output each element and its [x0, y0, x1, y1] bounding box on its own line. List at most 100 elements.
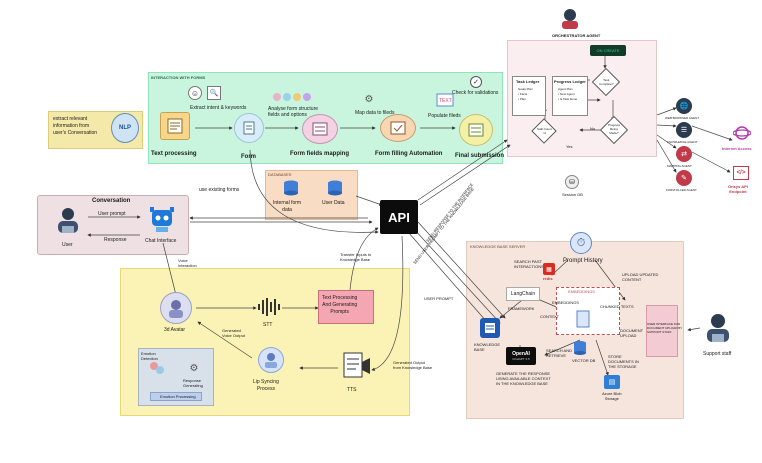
support-note-box	[646, 305, 678, 357]
knowledge-base-label: KNOWLEDGE BASE	[474, 342, 501, 352]
kb-panel-title: KNOWLEDGE BASE SERVER	[470, 244, 526, 249]
orchestrator-title: ORCHESTRATOR AGENT	[552, 33, 601, 38]
processing-label: Text Processing And Generating Prompts	[322, 295, 358, 315]
form-agent-label: FORM FILLER AGENT	[666, 188, 697, 192]
avatar-3d-icon	[160, 292, 192, 324]
edge-transfer-inputs: Transfer Inputs to Knowledge Base	[340, 252, 372, 262]
user-icon	[55, 206, 81, 236]
internal-db-label: Internal form data	[273, 200, 302, 213]
openai-label: OpenAI	[512, 351, 530, 357]
lipsync-label: Lip Syncing Process	[253, 379, 279, 392]
nlp-note-text: extract relevant information from user's…	[53, 116, 98, 136]
web-agent-icon: 🌐	[676, 98, 692, 114]
databases-title: DATABASES	[268, 172, 292, 177]
automation-label: Form filling Automation	[375, 151, 443, 157]
emotion-processing-label: Emotion Processing	[160, 394, 196, 399]
extract-step-label: Extract intent & keywords	[190, 105, 247, 111]
azure-storage-icon: ▤	[604, 375, 620, 389]
mapping-label: Form fields mapping	[290, 151, 350, 157]
submission-label: Final submission	[455, 153, 505, 159]
task-ledger-label: Task Ledger	[516, 79, 540, 84]
chat-bot-icon	[148, 204, 176, 234]
gears-icon: ⚙	[364, 93, 374, 105]
check-step-label: Check for validations	[452, 90, 499, 96]
form-label: Form	[241, 154, 256, 160]
api-label: API	[388, 209, 410, 225]
edge-context: CONTEXT	[540, 314, 560, 319]
emotion-detection-label: Emotion Detection	[141, 351, 158, 361]
langchain-box: LangChain	[506, 287, 540, 301]
support-staff-icon	[704, 312, 732, 344]
tts-label: TTS	[347, 387, 357, 393]
edge-search-past: SEARCH PAST INTERACTIONS	[514, 259, 544, 269]
text-processing-label: Text processing	[151, 151, 197, 157]
mapping-agent-icon: ⇄	[676, 146, 692, 162]
api-code-icon: </>	[733, 166, 749, 180]
task-ledger-items: Goals Plan • Facts • Plan	[518, 87, 533, 101]
edge-embeddings: EMBEDDINGS	[552, 300, 579, 305]
svg-text:TEXT: TEXT	[439, 98, 452, 104]
redis-icon: ▦	[543, 263, 555, 275]
submission-icon	[459, 114, 493, 146]
nlp-badge: NLP	[119, 125, 131, 131]
tts-document-icon	[340, 350, 372, 382]
kb-agent-icon: ☰	[676, 122, 692, 138]
session-db-label: Session DB	[562, 192, 583, 197]
document-search-icon: 🔍	[207, 86, 221, 100]
stall-count-label: Stall Count >2	[537, 127, 552, 135]
embedding-doc-icon	[575, 310, 591, 328]
api-node: API	[380, 200, 418, 234]
stt-waveform-icon	[256, 296, 282, 318]
emotion-processing-box	[150, 392, 202, 401]
populate-icon: TEXT	[436, 93, 454, 107]
response-generating-icon: ⚙	[189, 362, 199, 374]
progress-ledger-label: Progress Ledger	[554, 79, 586, 84]
progress-ledger-box	[552, 76, 588, 116]
analyse-form-icon	[272, 90, 312, 104]
processing-box	[318, 290, 374, 324]
mapping-agent-label: MAPPING AGENT	[667, 164, 692, 168]
edge-search-retrieve: SEARCH AND RETRIEVE	[546, 348, 573, 358]
form-agent-icon: ✎	[676, 170, 692, 186]
task-ledger-box	[512, 76, 546, 116]
user-data-icon	[327, 180, 343, 196]
map-step-label: Map data to fileds	[355, 110, 395, 116]
session-db-icon: ⛁	[565, 175, 579, 189]
internet-globe-icon	[733, 124, 751, 142]
kb-agent-label: KNOWLEDGE AGENT	[667, 140, 698, 144]
orch-start-box: ON CREATE	[590, 45, 626, 56]
vector-db-icon	[572, 340, 588, 356]
internet-access-label: Internet Access	[722, 146, 752, 151]
edge-voice-interaction: Voice Interaction	[178, 258, 197, 268]
user-prompt-label: User prompt	[98, 211, 126, 217]
nlp-brain-icon: NLP	[111, 113, 139, 143]
analyse-step-label: Analyse form structure fields and option…	[268, 106, 319, 118]
edge-upload-updated: UPLOAD UPDATED CONTENT	[622, 272, 659, 282]
prompt-history-icon: ⏱	[570, 232, 592, 254]
support-note-label: USER INTERFACE FOR DOCUMENT UPLOAD BY SU…	[647, 322, 683, 334]
check-validation-icon: ✓	[470, 76, 482, 88]
automation-icon	[380, 114, 416, 142]
edge-chunked-texts: CHUNKED TEXTS	[600, 304, 634, 309]
task-complete-label: Task Complete?	[599, 78, 614, 86]
form-icon	[234, 113, 264, 143]
embeddings-box	[556, 287, 620, 335]
form-mapping-icon	[302, 114, 338, 144]
edge-user-prompt-kb: USER PROMPT	[424, 296, 454, 301]
redis-label: redis	[543, 276, 553, 281]
edge-store-docs: STORE DOCUMENTS IN THE STORAGE	[608, 354, 639, 369]
databases-panel	[265, 170, 358, 220]
head-brain-icon: ☺	[188, 86, 202, 100]
onsys-endpoint-label: Onsys API Endpoint	[728, 184, 748, 194]
azure-label: Azure Blob Storage	[602, 391, 622, 401]
prompt-history-label: Prompt History	[563, 258, 603, 264]
progress-ledger-items: Agent Plan • Next Agent • Is Task Done	[558, 87, 578, 101]
user-data-label: User Data	[322, 200, 345, 206]
vector-db-label: VECTOR DB	[572, 358, 596, 363]
edge-generate: GENERATE THE RESPONSE USING AVAILABLE CO…	[496, 371, 551, 386]
orch-start-label: ON CREATE	[596, 48, 620, 53]
edge-framework: FRAMEWORK	[508, 306, 535, 311]
edge-document-upload: DOCUMENT UPLOAD	[620, 328, 644, 338]
web-agent-label: WEB BROWSER AGENT	[665, 116, 700, 120]
